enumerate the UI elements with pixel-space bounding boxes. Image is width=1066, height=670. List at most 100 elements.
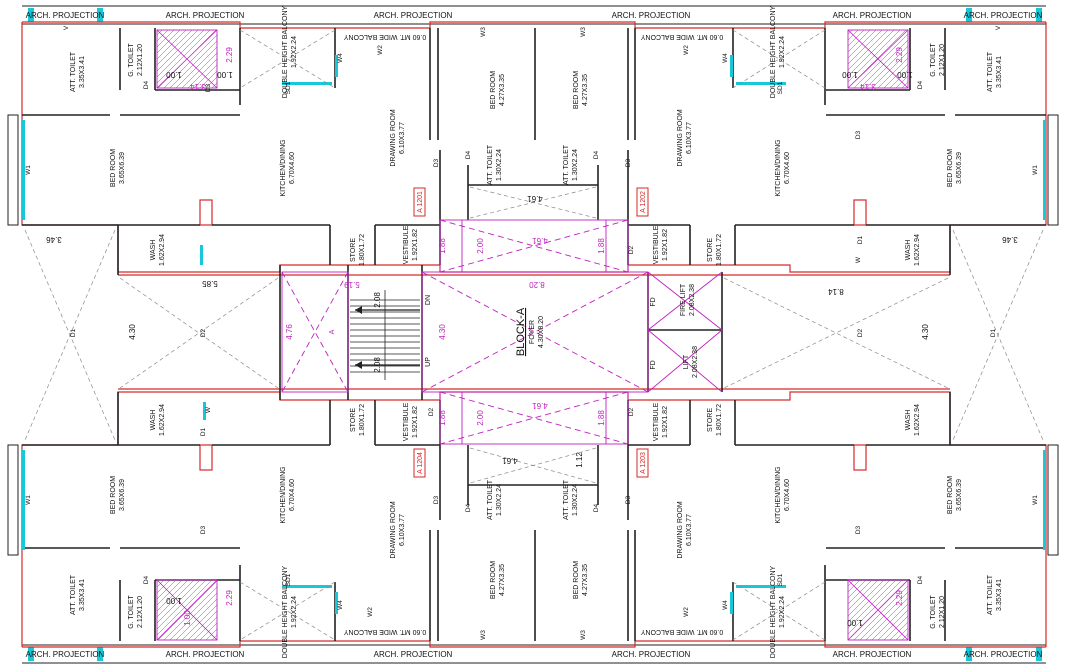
room-label: ATT. TOILET bbox=[987, 51, 994, 92]
room-size: 4.27X3.35 bbox=[499, 564, 506, 596]
arch-projection-label: ARCH. PROJECTION bbox=[374, 11, 453, 20]
door-tag: D2 bbox=[200, 328, 207, 337]
room-size: 1.80X1.72 bbox=[716, 234, 723, 266]
door-tag: D1 bbox=[857, 235, 864, 244]
room-label: ATT. TOILET bbox=[563, 144, 570, 185]
dimension: 4.30 bbox=[128, 324, 137, 340]
door-tag: D4 bbox=[593, 150, 600, 159]
balcony-label: 0.60 MT. WIDE BALCONY bbox=[343, 33, 426, 40]
room-label: BED ROOM bbox=[110, 149, 117, 187]
arch-projection-label: ARCH. PROJECTION bbox=[166, 650, 245, 659]
dimension: 1.00 bbox=[166, 596, 182, 605]
fire-lift-label: FIRE LIFT bbox=[680, 283, 687, 316]
balcony-label: 0.60 MT. WIDE BALCONY bbox=[640, 33, 723, 40]
window-tag: W2 bbox=[683, 45, 690, 55]
room-label: KITCHEN/DINING bbox=[775, 466, 782, 523]
arch-projection-label: ARCH. PROJECTION bbox=[833, 11, 912, 20]
door-tag: D3 bbox=[200, 525, 207, 534]
foyer-label: FOYER bbox=[529, 320, 536, 344]
balcony-label: 0.60 MT. WIDE BALCONY bbox=[343, 628, 426, 635]
dimension: 1.88 bbox=[597, 238, 606, 254]
dimension: 4.61 bbox=[527, 194, 543, 203]
room-size: 2.12X1.20 bbox=[137, 596, 144, 628]
dimension: 5.19 bbox=[344, 280, 360, 289]
room-size: 1.92X1.82 bbox=[662, 229, 669, 261]
room-label: DOUBLE HEIGHT BALCONY bbox=[770, 565, 777, 658]
room-size: 1.62X2.94 bbox=[159, 234, 166, 266]
dimension: 4.61 bbox=[502, 456, 518, 465]
room-label: WASH bbox=[150, 240, 157, 261]
room-label: ATT. TOILET bbox=[487, 479, 494, 520]
room-size: 1.30X2.24 bbox=[572, 484, 579, 516]
door-tag: FD bbox=[650, 360, 657, 369]
door-tag: D4 bbox=[143, 80, 150, 89]
window-tag: W1 bbox=[25, 165, 32, 175]
room-label: DRAWING ROOM bbox=[390, 109, 397, 166]
window-tag: W3 bbox=[480, 27, 487, 37]
room-label: ATT. TOILET bbox=[987, 574, 994, 615]
door-tag: D3 bbox=[433, 495, 440, 504]
window-tag: W4 bbox=[337, 600, 344, 610]
room-label: STORE bbox=[707, 238, 714, 262]
room-label: ATT. TOILET bbox=[70, 51, 77, 92]
arch-projection-label: ARCH. PROJECTION bbox=[612, 650, 691, 659]
stair-mark: A bbox=[329, 329, 336, 334]
apartment-id: A 1204 bbox=[417, 452, 424, 474]
projection-crosses bbox=[24, 29, 1044, 641]
room-size: 3.35X3.41 bbox=[79, 56, 86, 88]
window-tag: W4 bbox=[337, 53, 344, 63]
room-size: 4.27X3.35 bbox=[582, 74, 589, 106]
room-label: KITCHEN/DINING bbox=[280, 139, 287, 196]
vent-tag: V bbox=[63, 25, 70, 30]
door-tag: D3 bbox=[205, 83, 212, 92]
room-size: 6.70X4.60 bbox=[784, 479, 791, 511]
dimension: 2.29 bbox=[225, 590, 234, 606]
room-size: 1.92X1.82 bbox=[662, 406, 669, 438]
room-size: 2.12X1.20 bbox=[939, 44, 946, 76]
door-tag: D4 bbox=[917, 80, 924, 89]
door-tag: D4 bbox=[143, 575, 150, 584]
room-size: 3.65X6.39 bbox=[119, 479, 126, 511]
door-tag: D2 bbox=[857, 328, 864, 337]
room-label: KITCHEN/DINING bbox=[775, 139, 782, 196]
dimension: 1.88 bbox=[438, 410, 447, 426]
door-tag: D2 bbox=[628, 407, 635, 416]
dimension: 1.00 bbox=[847, 618, 863, 627]
dimension: 2.29 bbox=[895, 47, 904, 63]
room-label: ATT. TOILET bbox=[487, 144, 494, 185]
door-tag: D1 bbox=[200, 427, 207, 436]
door-tag: D3 bbox=[855, 130, 862, 139]
stair-dn: DN bbox=[425, 295, 432, 305]
vent-tag: W bbox=[855, 256, 862, 263]
room-size: 1.92X2.24 bbox=[779, 596, 786, 628]
room-size: 6.10X3.77 bbox=[399, 122, 406, 154]
dimension: 1.00 bbox=[897, 70, 913, 79]
room-size: 6.10X3.77 bbox=[686, 122, 693, 154]
room-label: STORE bbox=[350, 238, 357, 262]
arch-projection-label: ARCH. PROJECTION bbox=[964, 650, 1043, 659]
window-tag: W3 bbox=[580, 630, 587, 640]
door-tag: SD1 bbox=[777, 573, 784, 586]
room-label: G. TOILET bbox=[930, 42, 937, 76]
dimension: 4.61 bbox=[532, 236, 548, 245]
room-label: VESTIBULE bbox=[653, 402, 660, 441]
room-label: KITCHEN/DINING bbox=[280, 466, 287, 523]
room-label: DOUBLE HEIGHT BALCONY bbox=[282, 5, 289, 98]
window-tag: W3 bbox=[580, 27, 587, 37]
dimension: 3.46 bbox=[1002, 235, 1018, 244]
vent-tag: V bbox=[995, 25, 1002, 30]
room-size: 6.70X4.60 bbox=[784, 152, 791, 184]
vent-tag: W bbox=[205, 406, 212, 413]
room-label: ATT. TOILET bbox=[70, 574, 77, 615]
dimension: 3.14 bbox=[190, 82, 206, 91]
room-size: 3.35X3.41 bbox=[996, 56, 1003, 88]
room-size: 6.10X3.77 bbox=[686, 514, 693, 546]
room-label: G. TOILET bbox=[128, 42, 135, 76]
apartment-id: A 1201 bbox=[417, 191, 424, 213]
window-tag: W3 bbox=[480, 630, 487, 640]
room-size: 1.80X1.72 bbox=[716, 404, 723, 436]
dimension: 2.00 bbox=[476, 238, 485, 254]
lift-label: LIFT bbox=[683, 354, 690, 369]
door-tag: SD1 bbox=[777, 81, 784, 94]
room-size: 1.92X1.82 bbox=[412, 229, 419, 261]
